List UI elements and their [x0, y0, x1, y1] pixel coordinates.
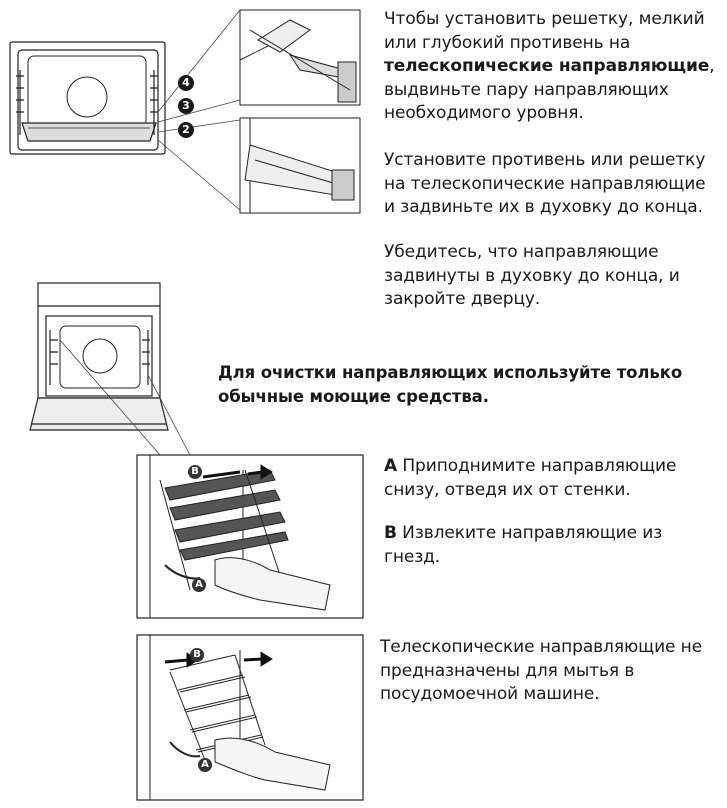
cleaning-warning-line-2: обычные моющие средства. [218, 386, 489, 406]
dishwasher-note: Телескопические направляющие не предназн… [380, 636, 725, 707]
install-line-5: необходимого уровня. [384, 103, 584, 123]
step-a-text: Приподнимите направляющие [402, 456, 677, 476]
step-b-text: Извлеките направляющие из [402, 523, 663, 543]
marker-a-bottom: A [198, 758, 212, 772]
place-line-2: на телескопические направляющие [384, 173, 706, 194]
level-badge-4: 4 [178, 75, 194, 91]
close-line-1: Убедитесь, что направляющие [384, 242, 659, 262]
install-line-3: телескопические направляющие, [384, 55, 724, 79]
dishwasher-line-3: посудомоечной машине. [380, 684, 600, 704]
step-a-instructions: A Приподнимите направляющие снизу, отвед… [384, 455, 724, 502]
install-line-3-rest: , [709, 56, 715, 76]
step-a-line-2: снизу, отведя их от стенки. [384, 479, 631, 500]
close-line-2: задвинуты в духовку до конца, и [384, 265, 680, 286]
step-a-line-1: A Приподнимите направляющие [384, 455, 724, 479]
install-line-1: Чтобы установить решетку, мелкий [384, 9, 705, 29]
install-line-4: выдвиньте пару направляющих [384, 79, 669, 100]
cleaning-warning: Для очистки направляющих используйте тол… [218, 361, 723, 408]
marker-b-top: B [188, 465, 202, 479]
step-b-letter: B [384, 523, 397, 543]
step-b-line-2: гнезд. [384, 546, 441, 567]
marker-b-bottom: B [190, 648, 204, 662]
place-line-1: Установите противень или решетку [384, 150, 706, 170]
step-a-letter: A [384, 456, 398, 476]
level-badge-2: 2 [178, 122, 194, 138]
close-line-3: закройте дверцу. [384, 289, 541, 309]
level-badge-3: 3 [178, 98, 194, 114]
install-line-2: или глубокий противень на [384, 32, 631, 53]
dishwasher-line-2: предназначены для мытья в [380, 660, 635, 681]
install-line-3-bold: телескопические направляющие [384, 56, 710, 76]
place-instructions: Установите противень или решетку на теле… [384, 149, 724, 220]
close-instructions: Убедитесь, что направляющие задвинуты в … [384, 241, 724, 312]
dishwasher-line-1: Телескопические направляющие не [380, 637, 703, 657]
place-line-3: и задвиньте их в духовку до конца. [384, 197, 703, 217]
install-instructions: Чтобы установить решетку, мелкий или глу… [384, 8, 724, 126]
marker-a-top: A [192, 578, 206, 592]
cleaning-warning-line-1: Для очистки направляющих используйте тол… [218, 363, 683, 382]
step-b-instructions: B Извлеките направляющие из гнезд. [384, 522, 724, 569]
step-b-line-1: B Извлеките направляющие из [384, 522, 724, 546]
